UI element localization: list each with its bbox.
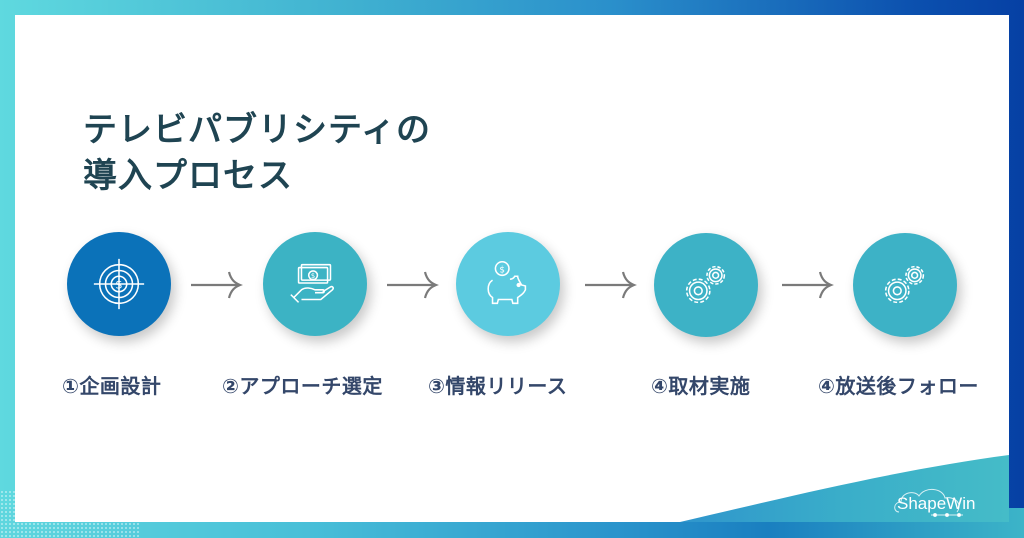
step-2-circle: $ bbox=[263, 232, 367, 336]
step-5-circle bbox=[853, 233, 957, 337]
page-title: テレビパブリシティの 導入プロセス bbox=[83, 107, 431, 199]
svg-text:$: $ bbox=[499, 265, 505, 275]
step-3-circle: $ bbox=[456, 232, 560, 336]
arrow-right-icon bbox=[782, 271, 834, 299]
svg-text:$: $ bbox=[115, 277, 122, 291]
step-2-label: ②アプローチ選定 bbox=[222, 374, 383, 398]
cloud-icon bbox=[894, 489, 963, 517]
shapewin-logo: ShapeWin bbox=[894, 489, 976, 517]
step-3-label: ③情報リリース bbox=[428, 374, 568, 398]
content-card: テレビパブリシティの 導入プロセス $ $ bbox=[15, 15, 1009, 522]
title-line-1: テレビパブリシティの bbox=[83, 110, 431, 150]
step-5-label: ④放送後フォロー bbox=[818, 374, 979, 398]
gears-icon bbox=[685, 265, 726, 304]
step-1-circle: $ bbox=[67, 232, 171, 336]
logo-text: ShapeWin bbox=[897, 494, 976, 513]
hand-money-icon: $ bbox=[290, 263, 334, 303]
arrow-right-icon bbox=[387, 271, 439, 299]
gears-icon bbox=[884, 265, 925, 304]
arrow-right-icon bbox=[191, 271, 243, 299]
piggy-bank-icon: $ bbox=[487, 260, 527, 305]
arrow-right-icon bbox=[585, 271, 637, 299]
title-line-2: 導入プロセス bbox=[83, 156, 293, 196]
target-dollar-icon: $ bbox=[93, 258, 145, 310]
step-1-label: ①企画設計 bbox=[62, 374, 162, 398]
step-4-circle bbox=[654, 233, 758, 337]
svg-text:$: $ bbox=[311, 272, 315, 280]
step-4-label: ④取材実施 bbox=[651, 374, 751, 398]
